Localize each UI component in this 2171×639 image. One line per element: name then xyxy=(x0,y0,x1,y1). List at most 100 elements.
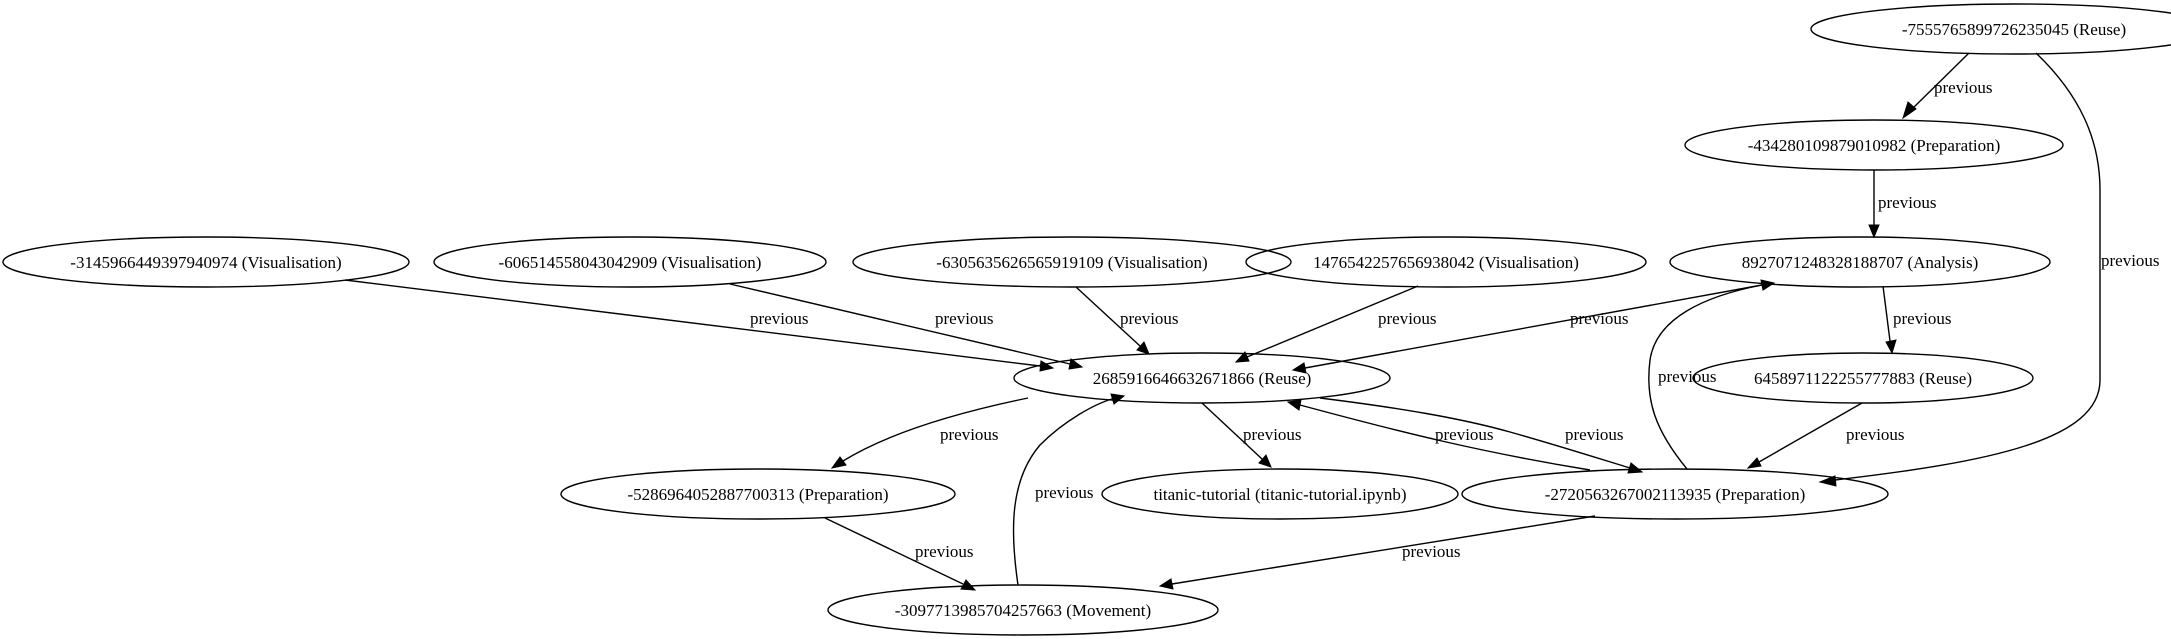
edge-n_645-to-n_272: previous xyxy=(1746,402,1905,469)
edge-label: previous xyxy=(1934,78,1993,97)
edge-label: previous xyxy=(1435,425,1494,444)
arrowhead-icon xyxy=(960,579,977,591)
arrowhead-icon xyxy=(1818,475,1837,487)
node-ellipse xyxy=(1101,468,1459,520)
edge-line xyxy=(344,279,1041,367)
edge-line xyxy=(1910,52,1970,111)
edge-n_434-to-n_892: previous xyxy=(1868,170,1937,239)
arrowhead-icon xyxy=(1136,341,1150,355)
node-label: -7555765899726235045 (Reuse) xyxy=(1902,20,2126,39)
node-n_tit: titanic-tutorial (titanic-tutorial.ipynb… xyxy=(1101,468,1459,520)
edge-n_892-to-n_268: previous xyxy=(1291,284,1763,374)
arrowhead-icon xyxy=(1627,462,1644,474)
node-label: -6305635626565919109 (Visualisation) xyxy=(936,253,1207,272)
edge-line xyxy=(1246,285,1419,358)
edge-n_606-to-n_268: previous xyxy=(729,283,1084,370)
arrowhead-icon xyxy=(1760,279,1776,291)
edge-line xyxy=(1648,284,1763,470)
edge-n_272-to-n_268: previous xyxy=(1286,399,1591,471)
node-ellipse xyxy=(2,236,410,288)
edge-n_755-to-n_434: previous xyxy=(1902,52,1993,120)
edge-line xyxy=(1299,404,1591,471)
node-n_528: -5286964052887700313 (Preparation) xyxy=(560,468,956,520)
node-ellipse xyxy=(1013,352,1391,404)
node-label: titanic-tutorial (titanic-tutorial.ipynb… xyxy=(1153,485,1406,504)
edge-n_528-to-n_309: previous xyxy=(824,517,977,591)
node-n_892: 8927071248328188707 (Analysis) xyxy=(1669,236,2051,288)
node-ellipse xyxy=(1692,352,2034,404)
node-label: 1476542257656938042 (Visualisation) xyxy=(1313,253,1579,272)
edge-label: previous xyxy=(1846,425,1905,444)
node-ellipse xyxy=(1245,236,1647,288)
arrowhead-icon xyxy=(1902,101,1917,120)
edge-line xyxy=(1319,397,1631,469)
edge-line xyxy=(842,397,1029,462)
edge-line xyxy=(1171,515,1596,585)
edge-label: previous xyxy=(935,309,994,328)
node-ellipse xyxy=(1810,3,2171,55)
edge-label: previous xyxy=(1658,367,1717,386)
edge-label: previous xyxy=(1570,309,1629,328)
node-ellipse xyxy=(1684,119,2064,171)
edge-label: previous xyxy=(1893,309,1952,328)
edge-line xyxy=(1201,402,1263,460)
arrowhead-icon xyxy=(1286,399,1302,411)
edge-label: previous xyxy=(940,425,999,444)
node-ellipse xyxy=(1461,468,1889,520)
edge-n_630-to-n_268: previous xyxy=(1075,286,1179,355)
node-label: 6458971122255777883 (Reuse) xyxy=(1754,369,1972,388)
edge-label: previous xyxy=(750,309,809,328)
edge-line xyxy=(1012,398,1113,586)
edge-label: previous xyxy=(1402,542,1461,561)
node-label: -3145966449397940974 (Visualisation) xyxy=(70,253,341,272)
edge-n_272-to-n_892: previous xyxy=(1648,279,1776,470)
edge-label: previous xyxy=(1120,309,1179,328)
edge-label: previous xyxy=(1565,425,1624,444)
edge-line xyxy=(1882,285,1891,342)
edge-line xyxy=(1834,52,2101,481)
edge-n_314-to-n_268: previous xyxy=(344,279,1055,372)
node-label: 8927071248328188707 (Analysis) xyxy=(1742,253,1979,272)
node-ellipse xyxy=(1669,236,2051,288)
edge-label: previous xyxy=(2101,251,2160,270)
arrowhead-icon xyxy=(1068,358,1084,370)
nodes-layer: -7555765899726235045 (Reuse) -43428010987… xyxy=(2,3,2171,636)
edge-label: previous xyxy=(1878,193,1937,212)
edge-n_268-to-n_tit: previous xyxy=(1201,402,1302,468)
node-n_309: -3097713985704257663 (Movement) xyxy=(827,584,1219,636)
edge-line xyxy=(1075,286,1141,347)
arrowhead-icon xyxy=(1258,454,1272,468)
edge-line xyxy=(824,517,964,585)
node-label: -3097713985704257663 (Movement) xyxy=(895,601,1151,620)
node-label: -434280109879010982 (Preparation) xyxy=(1748,136,2001,155)
arrowhead-icon xyxy=(1234,351,1250,363)
edge-n_309-to-n_268: previous xyxy=(1012,393,1126,586)
node-n_606: -606514558043042909 (Visualisation) xyxy=(433,236,827,288)
arrowhead-icon xyxy=(1885,339,1897,355)
node-label: -606514558043042909 (Visualisation) xyxy=(499,253,762,272)
edge-label: previous xyxy=(1035,483,1094,502)
node-n_434: -434280109879010982 (Preparation) xyxy=(1684,119,2064,171)
edge-label: previous xyxy=(915,542,974,561)
node-ellipse xyxy=(433,236,827,288)
arrowhead-icon xyxy=(1158,578,1174,590)
edge-line xyxy=(1304,284,1763,369)
node-label: 2685916646632671866 (Reuse) xyxy=(1093,369,1312,388)
node-n_645: 6458971122255777883 (Reuse) xyxy=(1692,352,2034,404)
edges-layer: previous previous previous previous previous… xyxy=(344,52,2160,591)
node-n_314: -3145966449397940974 (Visualisation) xyxy=(2,236,410,288)
node-n_268: 2685916646632671866 (Reuse) xyxy=(1013,352,1391,404)
arrowhead-icon xyxy=(830,456,847,469)
node-ellipse xyxy=(560,468,956,520)
arrowhead-icon xyxy=(1291,362,1307,374)
edge-n_272-to-n_309: previous xyxy=(1158,515,1596,590)
node-n_272: -272056326700211393​5 (Preparation) xyxy=(1461,468,1889,520)
arrowhead-icon xyxy=(1868,224,1880,239)
node-ellipse xyxy=(852,236,1292,288)
arrowhead-icon xyxy=(1110,393,1126,405)
edge-n_755-to-n_272: previous xyxy=(1818,52,2160,487)
node-n_630: -6305635626565919109 (Visualisation) xyxy=(852,236,1292,288)
edge-n_268-to-n_272: previous xyxy=(1319,397,1644,474)
edge-line xyxy=(729,283,1071,365)
